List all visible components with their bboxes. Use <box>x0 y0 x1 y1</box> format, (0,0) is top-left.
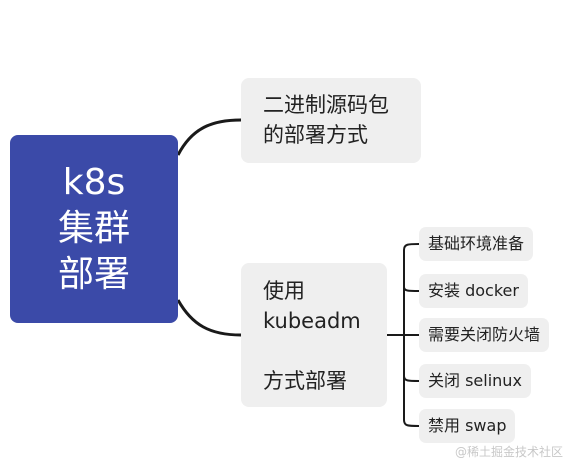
leaf-node-disable-swap[interactable]: 禁用 swap <box>419 409 516 443</box>
leaf-node-env-prep[interactable]: 基础环境准备 <box>419 227 534 261</box>
leaf-node-install-docker[interactable]: 安装 docker <box>419 274 528 308</box>
connector-root-to-branch-0 <box>176 118 242 156</box>
connector-leaf-0 <box>403 243 420 251</box>
watermark: @稀土掘金技术社区 <box>454 445 563 459</box>
root-node-label: k8s 集群 部署 <box>57 162 130 295</box>
connector-root-to-branch-1 <box>176 299 242 337</box>
branch-node-binary-deploy[interactable]: 二进制源码包 的部署方式 <box>241 78 421 163</box>
connector-leaf-3 <box>403 375 420 382</box>
connector-leaf-1 <box>403 286 420 292</box>
branch-node-kubeadm-deploy[interactable]: 使用 kubeadm 方式部署 <box>241 263 387 407</box>
leaf-node-disable-firewall[interactable]: 需要关闭防火墙 <box>419 318 550 352</box>
root-node[interactable]: k8s 集群 部署 <box>10 135 178 323</box>
leaf-node-disable-selinux[interactable]: 关闭 selinux <box>419 364 531 398</box>
connector-leaf-4 <box>403 419 420 427</box>
